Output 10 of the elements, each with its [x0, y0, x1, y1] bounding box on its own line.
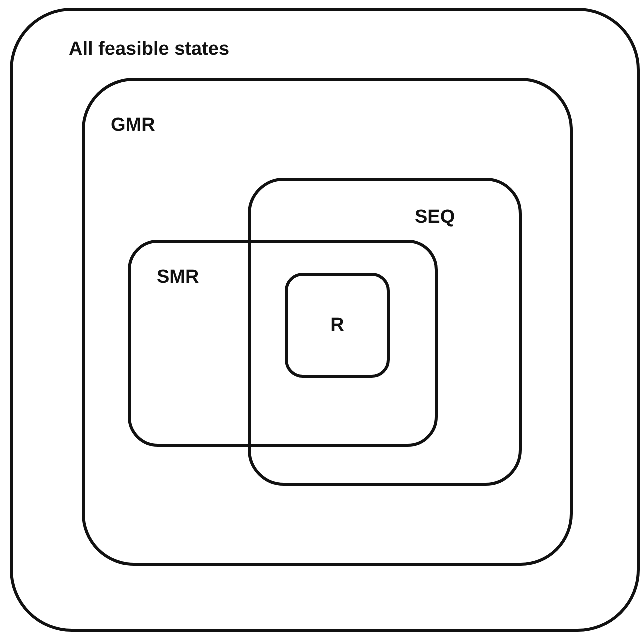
set-label: R	[330, 314, 344, 336]
set-region	[248, 178, 522, 486]
set-region	[82, 78, 573, 566]
set-label: SEQ	[415, 207, 456, 229]
set-region	[285, 273, 390, 378]
set-label: All feasible states	[69, 39, 230, 61]
set-label: SMR	[157, 267, 200, 289]
set-region	[10, 8, 640, 632]
set-label: GMR	[111, 115, 156, 137]
set-region	[128, 240, 438, 447]
